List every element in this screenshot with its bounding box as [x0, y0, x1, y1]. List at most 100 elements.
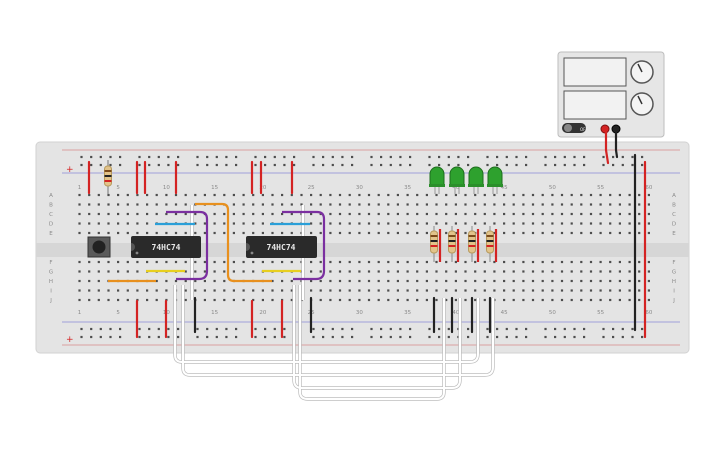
- breadboard-hole[interactable]: [290, 193, 293, 197]
- breadboard-hole[interactable]: [560, 212, 564, 216]
- breadboard-hole[interactable]: [483, 279, 486, 283]
- breadboard-hole[interactable]: [580, 260, 583, 264]
- breadboard-hole[interactable]: [563, 327, 566, 331]
- breadboard-hole[interactable]: [416, 260, 419, 264]
- breadboard-hole[interactable]: [435, 260, 438, 264]
- breadboard-hole[interactable]: [281, 289, 284, 292]
- breadboard-hole[interactable]: [638, 193, 641, 197]
- breadboard-hole[interactable]: [589, 231, 593, 235]
- breadboard-hole[interactable]: [322, 327, 325, 331]
- breadboard-hole[interactable]: [370, 335, 373, 339]
- breadboard-hole[interactable]: [184, 270, 187, 273]
- breadboard-hole[interactable]: [544, 155, 547, 159]
- breadboard-hole[interactable]: [338, 203, 342, 206]
- breadboard-hole[interactable]: [213, 270, 216, 273]
- breadboard-hole[interactable]: [329, 222, 332, 225]
- breadboard-hole[interactable]: [483, 289, 486, 292]
- breadboard-hole[interactable]: [252, 289, 255, 292]
- breadboard-hole[interactable]: [551, 298, 554, 302]
- breadboard-hole[interactable]: [589, 270, 593, 273]
- breadboard-hole[interactable]: [583, 155, 586, 159]
- breadboard-hole[interactable]: [503, 270, 506, 273]
- breadboard-hole[interactable]: [563, 155, 566, 159]
- breadboard-hole[interactable]: [474, 279, 477, 283]
- breadboard-hole[interactable]: [367, 289, 371, 292]
- breadboard-hole[interactable]: [107, 231, 110, 235]
- breadboard-hole[interactable]: [194, 193, 197, 197]
- breadboard-hole[interactable]: [215, 327, 218, 331]
- breadboard-hole[interactable]: [80, 155, 83, 159]
- breadboard-hole[interactable]: [515, 163, 518, 167]
- breadboard-hole[interactable]: [319, 203, 322, 206]
- breadboard-hole[interactable]: [612, 163, 615, 167]
- breadboard-hole[interactable]: [389, 327, 392, 331]
- breadboard-hole[interactable]: [638, 298, 641, 302]
- breadboard-hole[interactable]: [155, 212, 158, 216]
- breadboard-hole[interactable]: [203, 231, 206, 235]
- breadboard-hole[interactable]: [503, 193, 506, 197]
- breadboard-hole[interactable]: [464, 203, 467, 206]
- breadboard-hole[interactable]: [387, 298, 390, 302]
- breadboard-hole[interactable]: [641, 335, 644, 339]
- breadboard-hole[interactable]: [290, 298, 293, 302]
- breadboard-hole[interactable]: [223, 231, 226, 235]
- breadboard-hole[interactable]: [109, 163, 112, 167]
- breadboard-hole[interactable]: [522, 279, 525, 283]
- breadboard-hole[interactable]: [409, 335, 412, 339]
- breadboard-hole[interactable]: [165, 212, 168, 216]
- breadboard-hole[interactable]: [271, 212, 274, 216]
- breadboard-hole[interactable]: [97, 193, 100, 197]
- breadboard-hole[interactable]: [445, 279, 448, 283]
- breadboard-hole[interactable]: [531, 298, 535, 302]
- breadboard-hole[interactable]: [232, 222, 235, 225]
- breadboard-hole[interactable]: [445, 222, 448, 225]
- breadboard-hole[interactable]: [580, 270, 583, 273]
- breadboard-hole[interactable]: [396, 298, 399, 302]
- breadboard-hole[interactable]: [387, 289, 390, 292]
- breadboard-hole[interactable]: [522, 260, 525, 264]
- breadboard-hole[interactable]: [290, 212, 293, 216]
- breadboard-hole[interactable]: [196, 335, 199, 339]
- breadboard-hole[interactable]: [223, 222, 226, 225]
- breadboard-hole[interactable]: [146, 289, 149, 292]
- breadboard-hole[interactable]: [628, 231, 631, 235]
- breadboard-hole[interactable]: [522, 298, 525, 302]
- breadboard-hole[interactable]: [631, 335, 634, 339]
- breadboard-hole[interactable]: [503, 298, 506, 302]
- breadboard-hole[interactable]: [109, 155, 112, 159]
- breadboard-hole[interactable]: [377, 231, 380, 235]
- breadboard-hole[interactable]: [406, 298, 409, 302]
- breadboard-hole[interactable]: [406, 203, 409, 206]
- breadboard-hole[interactable]: [435, 270, 438, 273]
- breadboard-hole[interactable]: [223, 212, 226, 216]
- breadboard-hole[interactable]: [493, 279, 496, 283]
- breadboard-hole[interactable]: [281, 193, 284, 197]
- breadboard-hole[interactable]: [467, 155, 470, 159]
- breadboard-hole[interactable]: [310, 222, 313, 225]
- breadboard-hole[interactable]: [97, 203, 100, 206]
- breadboard-hole[interactable]: [541, 203, 544, 206]
- breadboard-hole[interactable]: [184, 289, 187, 292]
- breadboard-hole[interactable]: [157, 327, 160, 331]
- breadboard-hole[interactable]: [551, 212, 554, 216]
- breadboard-hole[interactable]: [416, 231, 419, 235]
- breadboard-hole[interactable]: [367, 212, 371, 216]
- breadboard-hole[interactable]: [261, 260, 264, 264]
- breadboard-hole[interactable]: [312, 155, 315, 159]
- breadboard-hole[interactable]: [445, 270, 448, 273]
- breadboard-hole[interactable]: [647, 279, 650, 283]
- breadboard-hole[interactable]: [136, 289, 139, 292]
- breadboard-hole[interactable]: [377, 193, 380, 197]
- breadboard-hole[interactable]: [580, 222, 583, 225]
- breadboard-hole[interactable]: [358, 298, 361, 302]
- breadboard-hole[interactable]: [293, 163, 296, 167]
- breadboard-hole[interactable]: [589, 298, 593, 302]
- breadboard-hole[interactable]: [464, 270, 467, 273]
- breadboard-hole[interactable]: [367, 193, 371, 197]
- breadboard-hole[interactable]: [252, 231, 255, 235]
- breadboard-hole[interactable]: [88, 298, 91, 302]
- breadboard-hole[interactable]: [283, 335, 286, 339]
- breadboard-hole[interactable]: [406, 222, 409, 225]
- breadboard-hole[interactable]: [252, 193, 255, 197]
- breadboard-hole[interactable]: [242, 260, 245, 264]
